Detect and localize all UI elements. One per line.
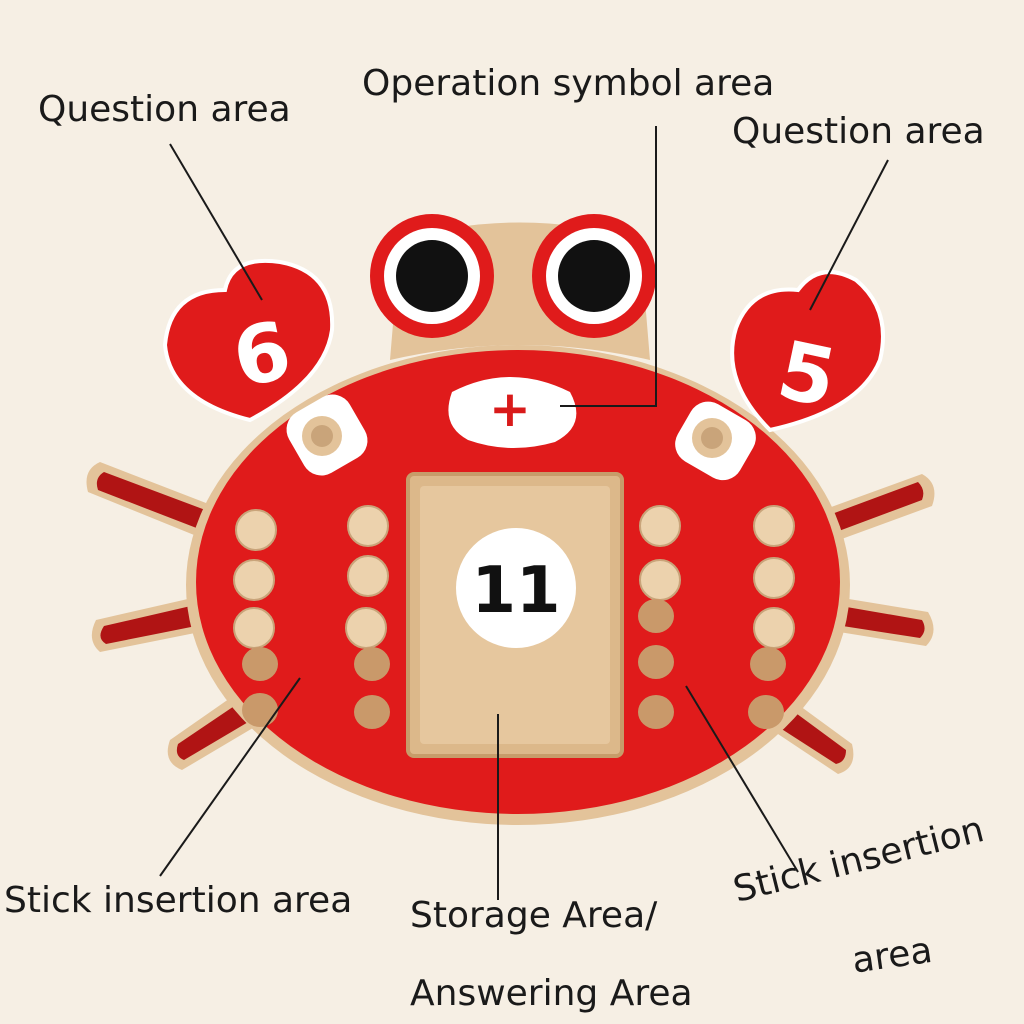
label-question-area-left: Question area <box>38 89 291 130</box>
leader-stick-left <box>159 677 301 877</box>
peg-column-4 <box>748 505 795 729</box>
label-storage-area-line1: Storage Area/ <box>410 895 658 936</box>
eye-right <box>532 214 656 338</box>
operator-window <box>448 377 577 449</box>
label-question-area-right: Question area <box>732 111 985 152</box>
peg-column-3 <box>638 505 681 729</box>
eye-left <box>370 214 494 338</box>
operator-symbol: + <box>489 380 531 438</box>
leader-stick-right <box>685 685 799 873</box>
answer-disc <box>456 528 576 648</box>
leader-question-right <box>809 159 889 311</box>
peg-column-1 <box>233 509 278 727</box>
claw-right-heart <box>730 270 885 433</box>
label-operation-symbol-area: Operation symbol area <box>362 63 775 104</box>
leader-question-left <box>169 143 263 301</box>
label-stick-insertion-left: Stick insertion area <box>4 880 353 921</box>
answer-number: 11 <box>471 554 560 628</box>
leader-operation <box>560 126 657 407</box>
claw-right: 5 <box>675 270 885 481</box>
label-storage-area-line2: Answering Area <box>410 973 693 1014</box>
peg-column-2 <box>345 505 390 729</box>
leader-lines <box>159 126 889 900</box>
